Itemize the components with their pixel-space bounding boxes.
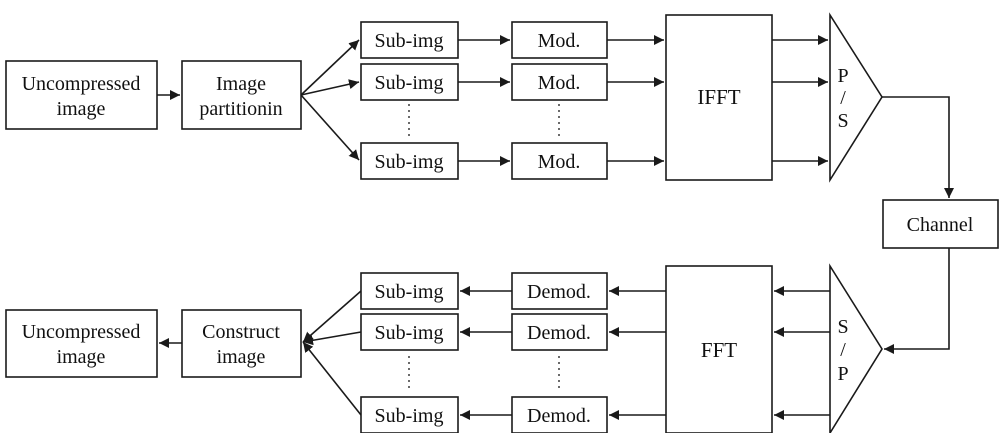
arrow-partition-to-subimg-3	[300, 94, 360, 161]
mod-label-1: Mod.	[538, 30, 581, 52]
ps-label-mid: /	[840, 87, 846, 109]
ps-converter: P / S	[829, 12, 883, 183]
arrow-subimg-to-construct-2	[302, 331, 362, 346]
demod-block-2: Demod.	[511, 313, 608, 351]
demod-block-3: Demod.	[511, 396, 608, 433]
mod-block-3: Mod.	[511, 142, 608, 180]
sp-converter: S / P	[829, 263, 883, 433]
tx-subimg-block-2: Sub-img	[360, 63, 459, 101]
construct-label-1: Construct	[202, 321, 280, 343]
mod-block-1: Mod.	[511, 21, 608, 59]
ps-label-top: P	[837, 65, 848, 87]
tx-subimg-block-1: Sub-img	[360, 21, 459, 59]
transmitter-section: Uncompressed image Image partitionin Sub…	[5, 12, 883, 183]
channel-block: Channel	[882, 199, 999, 249]
arrow-subimg-to-construct-3	[302, 341, 362, 416]
sink-image-block: Uncompressed image	[5, 309, 158, 378]
rx-subimg-label-1: Sub-img	[375, 281, 444, 303]
demod-label-2: Demod.	[527, 322, 591, 344]
arrow-partition-to-subimg-1	[300, 39, 360, 96]
source-image-block: Uncompressed image	[5, 60, 158, 130]
fft-label: FFT	[701, 338, 737, 362]
rx-subimg-label-2: Sub-img	[375, 322, 444, 344]
mod-label-3: Mod.	[538, 151, 581, 173]
image-partition-block: Image partitionin	[181, 60, 302, 130]
mod-block-2: Mod.	[511, 63, 608, 101]
arrow-ps-to-channel	[882, 96, 954, 198]
rx-subimg-label-3: Sub-img	[375, 405, 444, 427]
sp-label-bot: P	[837, 363, 848, 385]
arrow-subimg-to-construct-1	[302, 290, 362, 343]
fft-block: FFT	[665, 265, 773, 433]
demod-block-1: Demod.	[511, 272, 608, 310]
sp-label-top: S	[837, 316, 848, 338]
sink-image-label-1: Uncompressed	[22, 321, 141, 343]
rx-subimg-block-2: Sub-img	[360, 313, 459, 351]
tx-subimg-block-3: Sub-img	[360, 142, 459, 180]
source-image-label-2: image	[57, 98, 106, 120]
channel-label: Channel	[907, 214, 974, 236]
arrow-partition-to-subimg-2	[300, 79, 360, 96]
demod-label-1: Demod.	[527, 281, 591, 303]
partition-label-1: Image	[216, 73, 266, 95]
arrow-channel-to-sp	[884, 248, 950, 354]
receiver-section: S / P FFT Demod. Demod. Demod. Sub-img	[5, 263, 883, 433]
tx-subimg-label-3: Sub-img	[375, 151, 444, 173]
construct-image-block: Construct image	[181, 309, 302, 378]
sink-image-label-2: image	[57, 346, 106, 368]
channel-section: Channel	[882, 96, 999, 354]
rx-subimg-block-3: Sub-img	[360, 396, 459, 433]
source-image-label-1: Uncompressed	[22, 73, 141, 95]
tx-subimg-label-1: Sub-img	[375, 30, 444, 52]
construct-label-2: image	[217, 346, 266, 368]
rx-subimg-block-1: Sub-img	[360, 272, 459, 310]
ps-label-bot: S	[837, 110, 848, 132]
demod-label-3: Demod.	[527, 405, 591, 427]
sp-label-mid: /	[840, 339, 846, 361]
ifft-label: IFFT	[697, 85, 740, 109]
ifft-block: IFFT	[665, 14, 773, 181]
mod-label-2: Mod.	[538, 72, 581, 94]
tx-subimg-label-2: Sub-img	[375, 72, 444, 94]
partition-label-2: partitionin	[199, 98, 282, 120]
